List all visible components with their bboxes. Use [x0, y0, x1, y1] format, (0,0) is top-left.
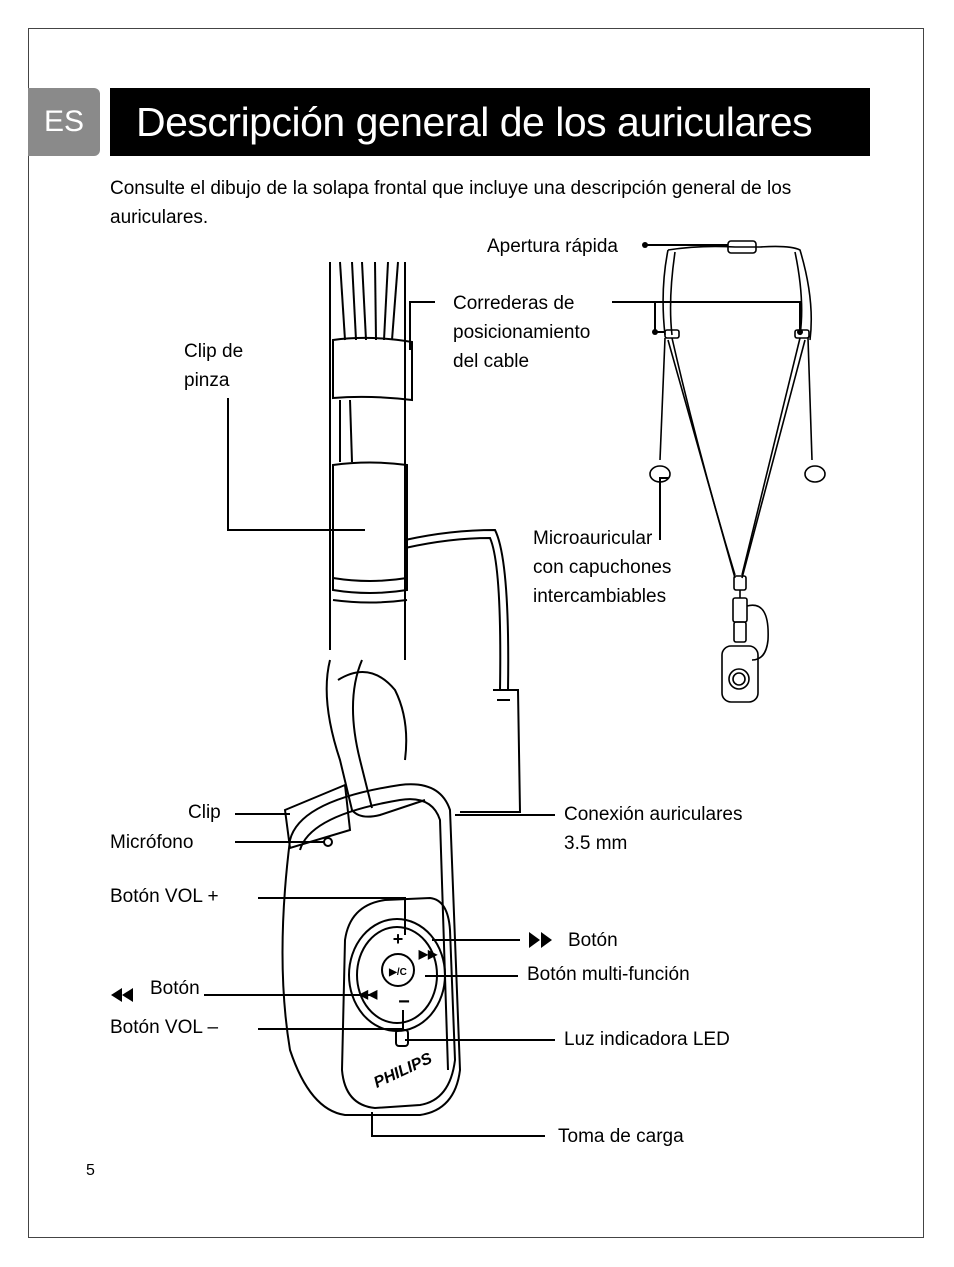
headset-overview-drawing [649, 240, 826, 703]
label-connection-2: 3.5 mm [564, 833, 628, 854]
prev-icon [111, 988, 122, 1002]
play-glyph: ▶/C [388, 967, 407, 978]
label-cable-sliders-3: del cable [453, 351, 530, 372]
label-vol-plus: Botón VOL + [110, 886, 219, 907]
brand-logo: PHILIPS [371, 1050, 435, 1092]
label-charging: Toma de carga [558, 1126, 684, 1147]
label-earphones-2: con capuchones [533, 557, 672, 578]
next-glyph: ▶▶ [418, 947, 438, 961]
label-multifunction: Botón multi-función [527, 964, 690, 985]
prev-glyph: ◀◀ [358, 987, 378, 1001]
page-title: Descripción general de los auriculares [110, 88, 870, 156]
page-border [28, 28, 924, 1238]
label-earphones-3: intercambiables [533, 586, 667, 607]
label-clip: Clip [188, 802, 221, 823]
leader-lines [204, 244, 801, 1137]
label-quick-release: Apertura rápida [487, 236, 618, 257]
device-drawing [281, 261, 522, 1116]
label-clip-pinza-1: Clip de [184, 341, 244, 362]
label-cable-sliders-2: posicionamiento [453, 322, 591, 343]
label-vol-minus: Botón VOL – [110, 1017, 219, 1038]
label-connection-1: Conexión auriculares [564, 804, 743, 825]
label-clip-pinza-2: pinza [184, 370, 230, 391]
language-tab: ES [28, 88, 100, 156]
label-earphones-1: Microauricular [533, 528, 653, 549]
label-cable-sliders-1: Correderas de [453, 293, 575, 314]
intro-paragraph: Consulte el dibujo de la solapa frontal … [110, 178, 792, 228]
label-led: Luz indicadora LED [564, 1029, 730, 1050]
vol-minus-glyph: − [398, 991, 410, 1013]
label-microphone: Micrófono [110, 832, 194, 853]
page-number: 5 [86, 1162, 95, 1179]
label-prev-button: Botón [150, 978, 200, 999]
vol-plus-glyph: + [393, 929, 404, 949]
next-icon [529, 932, 540, 948]
label-next-button: Botón [568, 930, 618, 951]
